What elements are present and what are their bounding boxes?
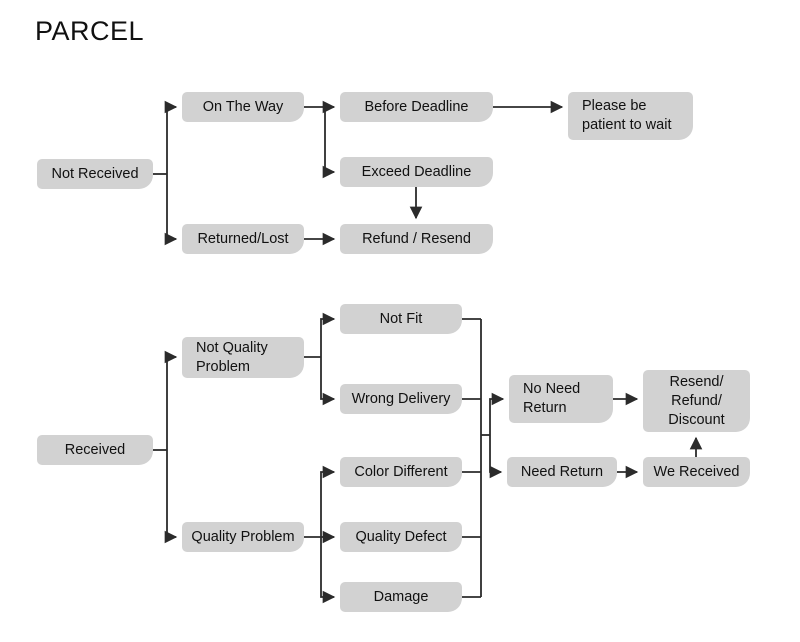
edge-quality-problem-color-different xyxy=(320,465,336,537)
node-no-need-return[interactable]: No Need Return xyxy=(509,375,613,423)
node-color-different[interactable]: Color Different xyxy=(340,457,462,487)
edge-not-received-on-the-way xyxy=(164,100,178,174)
edge-not-received-returned-lost xyxy=(164,174,178,246)
node-returned-lost[interactable]: Returned/Lost xyxy=(182,224,304,254)
node-quality-problem[interactable]: Quality Problem xyxy=(182,522,304,552)
edge-not-quality-problem-not-fit xyxy=(320,312,336,357)
edge-received-not-quality-problem xyxy=(164,350,178,450)
node-damage[interactable]: Damage xyxy=(340,582,462,612)
node-please-be-patient[interactable]: Please be patient to wait xyxy=(568,92,693,140)
node-exceed-deadline[interactable]: Exceed Deadline xyxy=(340,157,493,187)
edge-not-quality-problem-wrong-delivery xyxy=(320,357,336,406)
node-refund-resend[interactable]: Refund / Resend xyxy=(340,224,493,254)
edge-received-quality-problem xyxy=(164,450,178,544)
node-wrong-delivery[interactable]: Wrong Delivery xyxy=(340,384,462,414)
node-on-the-way[interactable]: On The Way xyxy=(182,92,304,122)
page-title: PARCEL xyxy=(35,16,145,46)
node-before-deadline[interactable]: Before Deadline xyxy=(340,92,493,122)
node-received[interactable]: Received xyxy=(37,435,153,465)
node-need-return[interactable]: Need Return xyxy=(507,457,617,487)
node-we-received[interactable]: We Received xyxy=(643,457,750,487)
node-resend-refund-discount[interactable]: Resend/ Refund/ Discount xyxy=(643,370,750,432)
node-quality-defect[interactable]: Quality Defect xyxy=(340,522,462,552)
edge-on-the-way-exceed-deadline xyxy=(322,107,336,179)
edge-merge-need-return xyxy=(489,435,503,479)
node-not-fit[interactable]: Not Fit xyxy=(340,304,462,334)
edge-merge-no-need-return xyxy=(489,392,505,435)
node-not-received[interactable]: Not Received xyxy=(37,159,153,189)
edge-quality-problem-damage xyxy=(320,537,336,604)
node-not-quality-problem[interactable]: Not Quality Problem xyxy=(182,337,304,378)
